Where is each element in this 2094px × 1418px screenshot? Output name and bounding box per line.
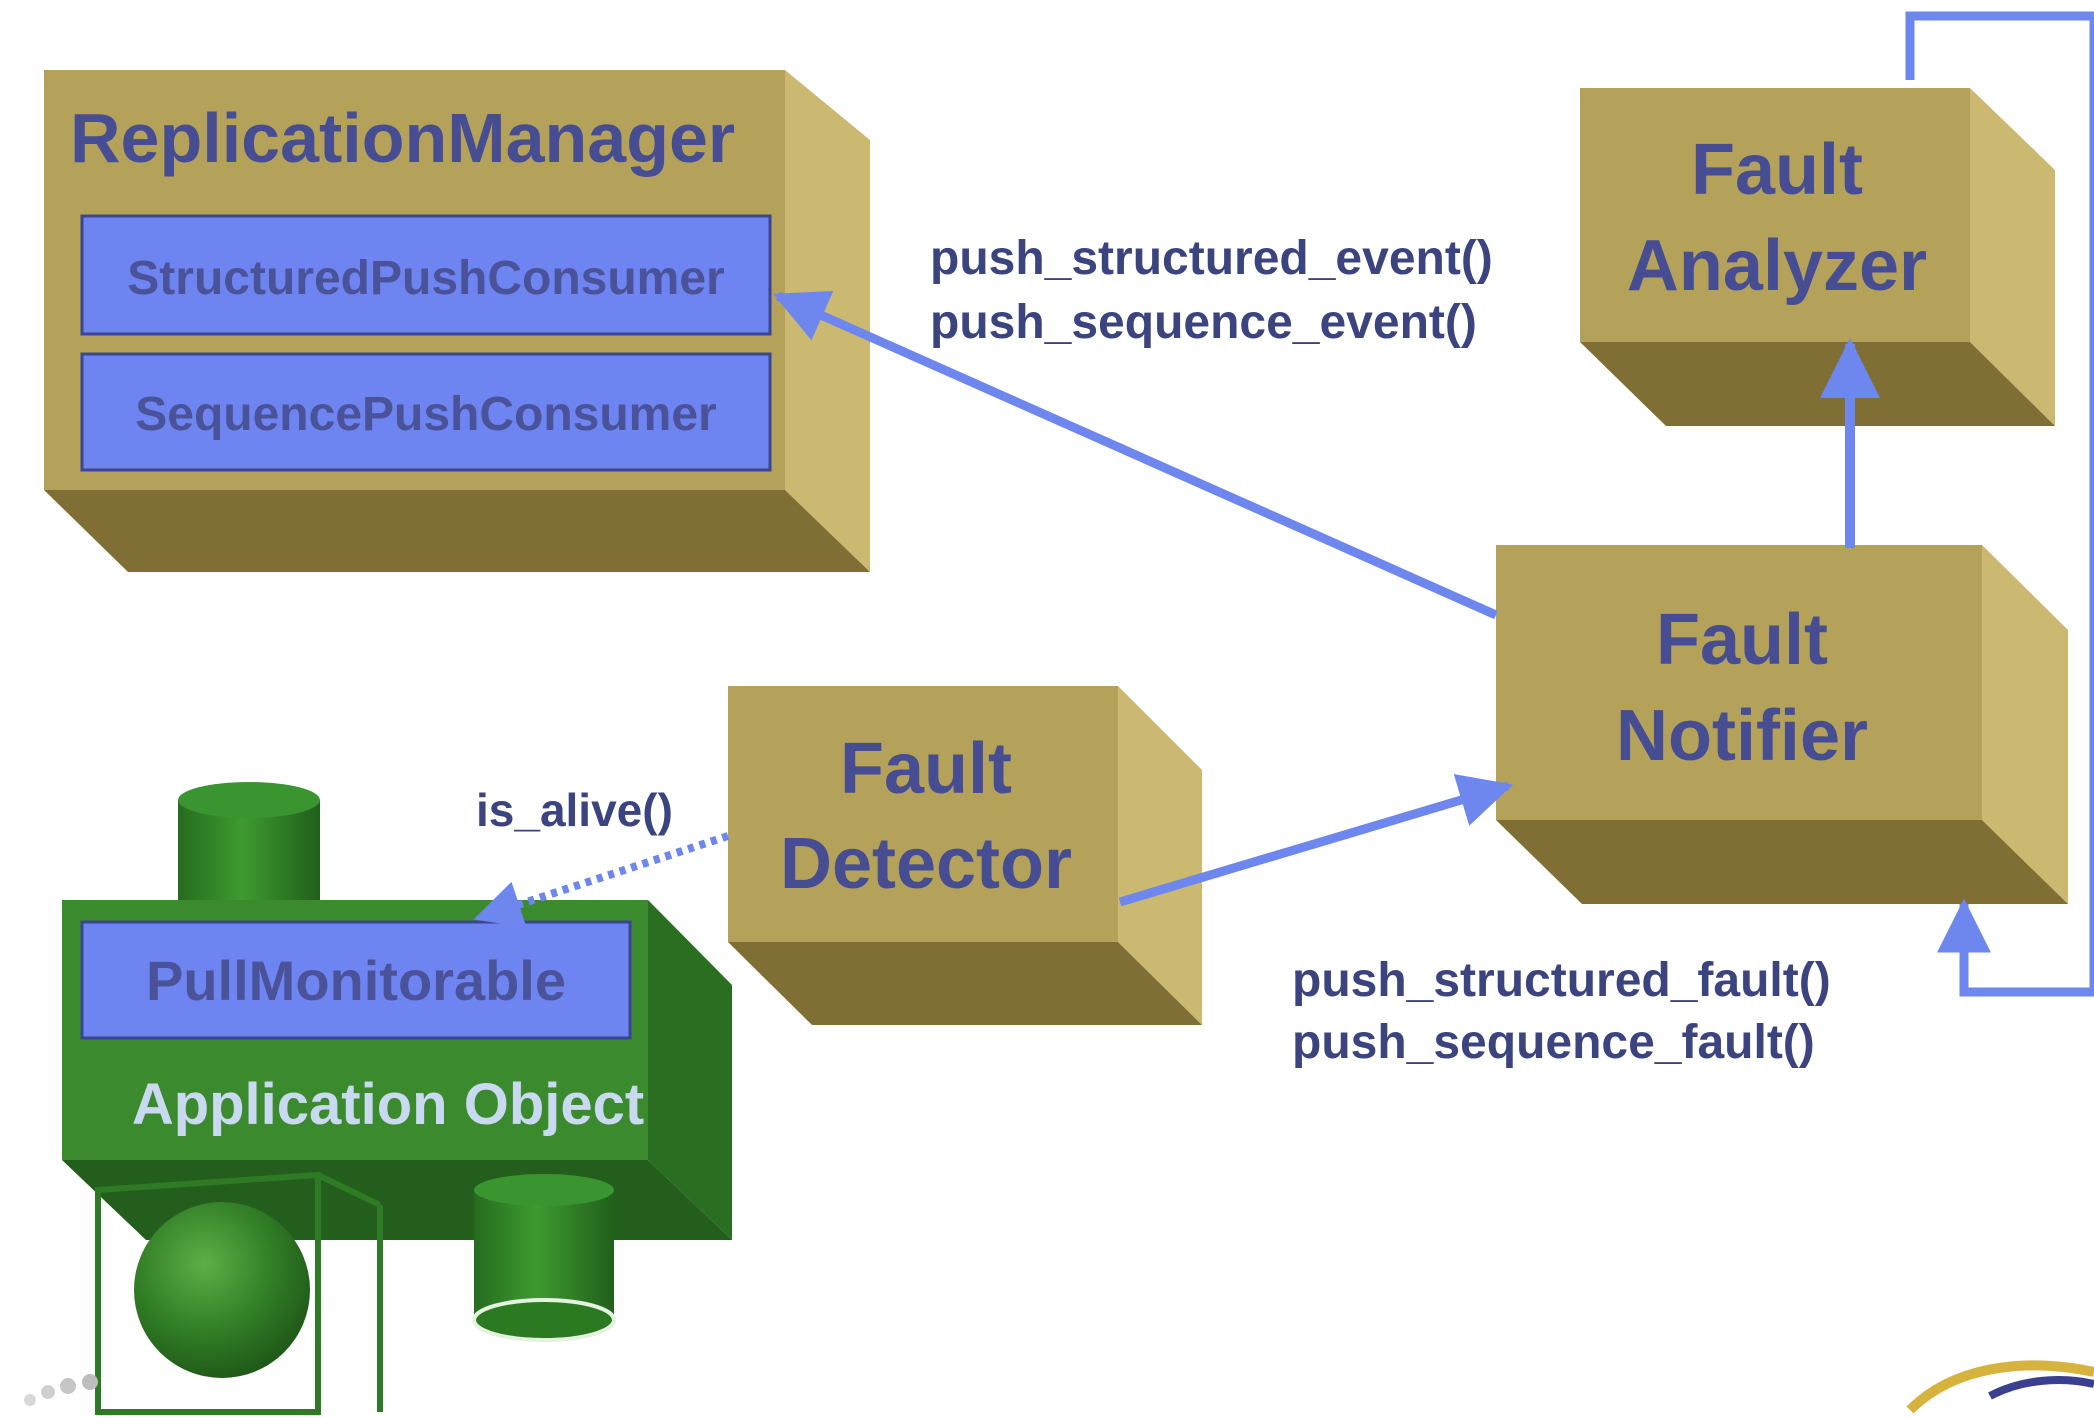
pull-monitorable-label: PullMonitorable xyxy=(146,949,566,1012)
fn-box-front xyxy=(1496,545,1982,820)
app-bottom-cylinder-base xyxy=(472,1298,616,1342)
fa-box-bottom xyxy=(1580,342,2055,426)
structured-push-consumer-box xyxy=(80,214,772,336)
pull-monitorable-box xyxy=(80,920,632,1040)
detector-to-notifier-arrow xyxy=(1118,774,1514,907)
fn-title-line-2: Notifier xyxy=(1616,696,1868,776)
fn-box-bottom xyxy=(1496,820,2068,904)
sequence-push-consumer-box xyxy=(80,352,772,472)
corner-swoosh-logo xyxy=(1906,1360,2094,1414)
fa-title-line-2: Analyzer xyxy=(1627,226,1927,306)
application-object-label: Application Object xyxy=(132,1072,644,1137)
fault-analyzer-box: Fault Analyzer xyxy=(1580,88,2055,426)
push-sequence-event-label: push_sequence_event() xyxy=(930,296,1477,349)
app-cage-edge xyxy=(316,1172,382,1208)
corner-dots-logo xyxy=(24,1374,98,1406)
app-block-side xyxy=(648,900,732,1240)
app-bottom-cylinder-top xyxy=(474,1174,614,1206)
fa-box-side xyxy=(1970,88,2055,426)
fd-box-bottom xyxy=(728,942,1202,1025)
app-top-cylinder-body xyxy=(178,800,320,910)
structured-push-consumer-label: StructuredPushConsumer xyxy=(127,252,724,305)
fault-notifier-box: Fault Notifier xyxy=(1496,545,2068,904)
application-object: PullMonitorable Application Object xyxy=(62,782,732,1415)
replication-manager-box: ReplicationManager StructuredPushConsume… xyxy=(44,70,870,572)
rm-box-bottom xyxy=(44,490,870,572)
fd-title-line-1: Fault xyxy=(840,729,1012,809)
notifier-to-manager-arrow xyxy=(773,291,1498,620)
fn-box-side xyxy=(1982,545,2068,904)
fd-box-front xyxy=(728,686,1118,942)
fd-title-line-2: Detector xyxy=(780,824,1072,904)
app-top-cylinder-cap xyxy=(178,782,320,818)
push-structured-fault-label: push_structured_fault() xyxy=(1292,954,1831,1007)
fault-detector-box: Fault Detector xyxy=(728,686,1202,1025)
fa-box-front xyxy=(1580,88,1970,342)
fa-title-line-1: Fault xyxy=(1691,130,1863,210)
app-sphere xyxy=(134,1202,310,1378)
is-alive-label: is_alive() xyxy=(476,784,673,836)
fd-box-side xyxy=(1118,686,1202,1025)
app-cage-front xyxy=(95,1171,321,1415)
fn-title-line-1: Fault xyxy=(1656,600,1828,680)
feedback-loop-arrow xyxy=(1905,11,2094,997)
push-structured-event-label: push_structured_event() xyxy=(930,232,1493,285)
sequence-push-consumer-label: SequencePushConsumer xyxy=(135,388,716,441)
detector-to-object-arrow xyxy=(473,832,730,928)
push-sequence-fault-label: push_sequence_fault() xyxy=(1292,1016,1815,1069)
rm-title: ReplicationManager xyxy=(70,99,735,177)
